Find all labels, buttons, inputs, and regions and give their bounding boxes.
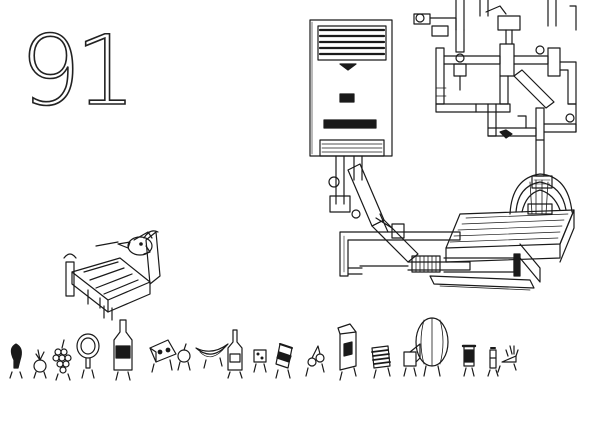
platform [429,209,575,291]
cheese-icon [149,339,177,373]
carton-icon [337,323,357,381]
mirror-icon [76,333,100,379]
watermelon-icon [415,317,449,377]
page-number-text: 91. [20,15,128,122]
cherries-icon [305,345,325,377]
mechanical-arm [347,163,521,277]
bottle-icon [227,329,243,379]
grapes-icon [52,339,72,381]
pipe-system [413,0,577,177]
bed-with-bird [63,230,161,321]
pipe-loop [339,223,461,277]
battery-icon [487,347,499,377]
fruit-icon [177,343,191,371]
heater-unit [309,19,393,219]
can-icon [275,343,293,379]
cake-icon [371,345,391,379]
cube-icon [403,343,421,377]
page-number: 91. [19,14,128,122]
cracker-icon [253,349,267,373]
drum-device [509,173,573,215]
jar-icon [461,344,477,377]
bulb-icon [9,343,23,379]
radish-icon [33,349,47,379]
objects-row [9,317,519,381]
shell-icon [497,345,519,373]
banana-icon [195,343,229,369]
bottle-icon [113,319,133,381]
